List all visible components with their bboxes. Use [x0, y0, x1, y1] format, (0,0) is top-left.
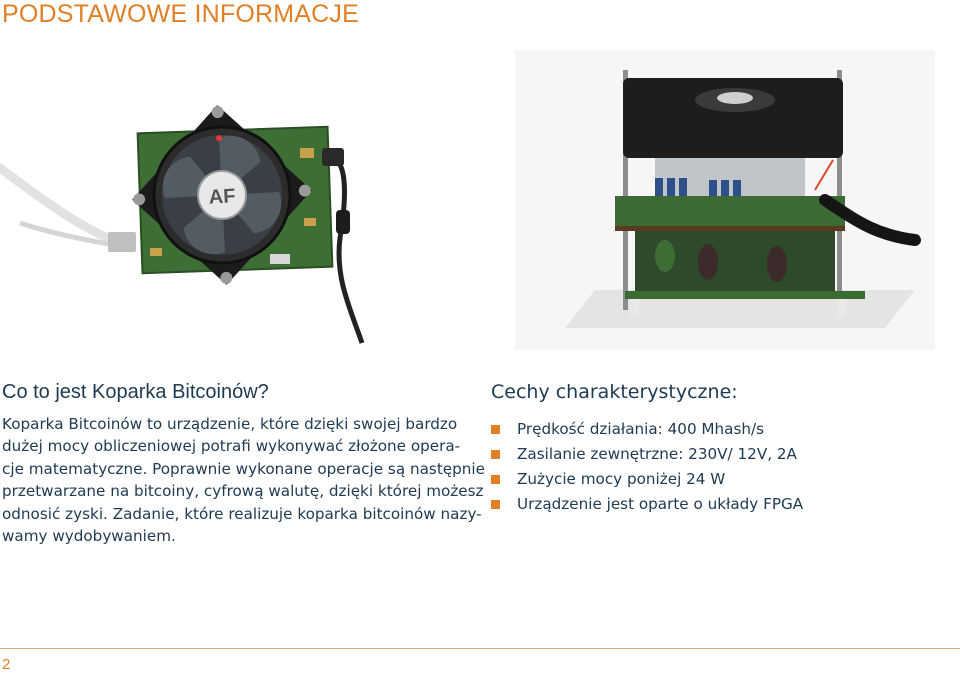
miner-description: Koparka Bitcoinów to urządzenie, które d… — [2, 413, 485, 547]
description-line: Koparka Bitcoinów to urządzenie, które d… — [2, 415, 458, 433]
miner-top-view-photo: AF — [0, 105, 365, 344]
square-bullet-icon — [491, 425, 500, 434]
feature-item: Urządzenie jest oparte o układy FPGA — [491, 492, 803, 517]
square-bullet-icon — [491, 500, 500, 509]
fan-logo-text: AF — [208, 185, 236, 208]
feature-item: Zużycie mocy poniżej 24 W — [491, 467, 803, 492]
what-is-miner-heading: Co to jest Koparka Bitcoinów? — [2, 381, 269, 403]
page-title: PODSTAWOWE INFORMACJE — [2, 0, 359, 28]
description-line: dużej mocy obliczeniowej potrafi wykonyw… — [2, 437, 461, 456]
page-number: 2 — [2, 656, 11, 673]
square-bullet-icon — [491, 475, 500, 484]
feature-text: Urządzenie jest oparte o układy FPGA — [517, 495, 804, 513]
description-line: cje matematyczne. Poprawnie wykonane ope… — [2, 459, 485, 478]
feature-text: Prędkość działania: 400 Mhash/s — [517, 420, 765, 438]
miner-side-view-photo — [515, 50, 935, 350]
square-bullet-icon — [491, 450, 500, 459]
feature-text: Zużycie mocy poniżej 24 W — [517, 470, 726, 488]
feature-item: Zasilanie zewnętrzne: 230V/ 12V, 2A — [491, 442, 803, 467]
feature-text: Zasilanie zewnętrzne: 230V/ 12V, 2A — [517, 445, 797, 463]
feature-item: Prędkość działania: 400 Mhash/s — [491, 417, 803, 442]
description-line: odnosić zyski. Zadanie, które realizuje … — [2, 504, 482, 523]
footer-divider — [0, 648, 960, 649]
description-line: przetwarzane na bitcoiny, cyfrową walutę… — [2, 482, 484, 501]
features-heading: Cechy charakterystyczne: — [491, 381, 738, 403]
description-line: wamy wydobywaniem. — [2, 527, 176, 546]
features-list: Prędkość działania: 400 Mhash/s Zasilani… — [491, 417, 803, 517]
